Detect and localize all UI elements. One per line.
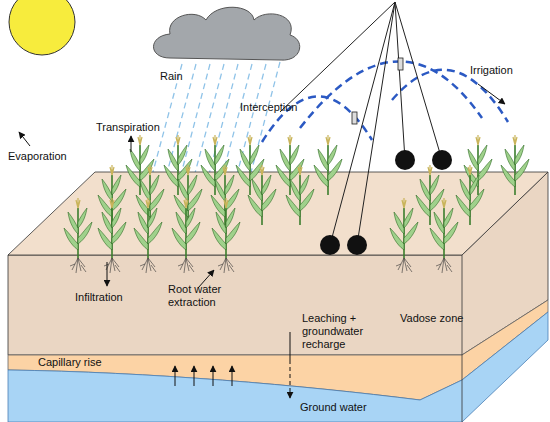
pivot-leg [357,2,395,245]
corn-plant [248,165,276,225]
corn-plant [174,165,202,225]
pivot-wheel [320,235,340,255]
capillary-arrow [232,366,233,386]
corn-plant [390,198,418,273]
soil-surface [8,172,548,255]
sun [9,0,75,55]
rain-line [182,64,224,222]
rain-line [168,64,210,224]
cloud [154,7,300,60]
layer-label: Ground water [300,401,367,414]
corn-plant [134,198,162,273]
sprinkler-nozzle [398,58,403,70]
corn-plant [64,198,92,273]
process-label: Leaching + groundwater recharge [302,312,368,351]
corn-plant [212,198,240,273]
rain-drops [140,62,280,224]
corn-plant [314,135,342,195]
process-label: Irrigation [470,64,513,77]
block-edge [462,255,463,422]
corn-plant [164,135,192,195]
capillary-arrow [194,366,195,386]
layer-label: Vadose zone [400,312,463,325]
layer-shape [8,312,548,422]
pivot-wheel [347,235,367,255]
layer-shape [8,295,548,405]
pivot-leg [330,2,395,245]
corn-plant [276,135,304,195]
rain-line [224,64,266,224]
soil-layer: Ground water [8,312,548,422]
water-jet [300,61,482,128]
soil-layer: Vadose zone [8,172,548,355]
rain-line [238,62,280,222]
rain-line [140,64,182,220]
rain-line [154,64,196,222]
pivot-arm [280,2,395,112]
corn-plant [430,198,458,273]
corn-plant [456,165,484,225]
corn-plant [136,165,164,225]
flux-arrows [19,84,505,398]
layer-label: Capillary rise [38,356,102,369]
process-label: Rain [160,70,183,83]
soil-layer: Capillary rise [8,295,548,405]
process-label: Transpiration [96,121,160,134]
layer-band [8,312,548,422]
corn-plant [286,165,314,225]
corn-plant [98,198,126,273]
pivot-leg [395,2,405,160]
corn-plant [172,198,200,273]
capillary-arrow [175,366,176,386]
transpiration-arrow [131,136,132,152]
pivot-leg [395,2,442,160]
corn-plants [64,135,529,273]
process-label: Root water extraction [168,283,230,309]
pivot-wheel [432,150,452,170]
corn-plant [126,135,154,195]
layer-shape [8,172,548,355]
corn-plant [236,135,264,195]
process-label: Evaporation [8,150,67,163]
corn-plant [211,165,239,225]
irrigation-pivot [262,2,508,255]
water-jet [392,70,508,122]
layer-band [8,300,548,400]
process-label: Interception [240,101,297,114]
corn-plant [416,165,444,225]
evaporation-arrow [19,132,30,146]
capillary-arrow [213,366,214,386]
corn-plant [501,135,529,195]
infiltration-arrow [107,262,108,286]
leaching-arrow [290,360,291,398]
irrigation-arrow [478,84,505,104]
layer-band [8,172,548,355]
corn-plant [201,135,229,195]
corn-plant [464,135,492,195]
corn-plant [98,165,126,225]
sprinkler-nozzle [352,112,357,124]
rain-line [196,64,238,224]
pivot-wheel [395,150,415,170]
rain-line [210,64,252,222]
process-label: Infiltration [75,291,123,304]
leaching-arrow [290,332,291,360]
